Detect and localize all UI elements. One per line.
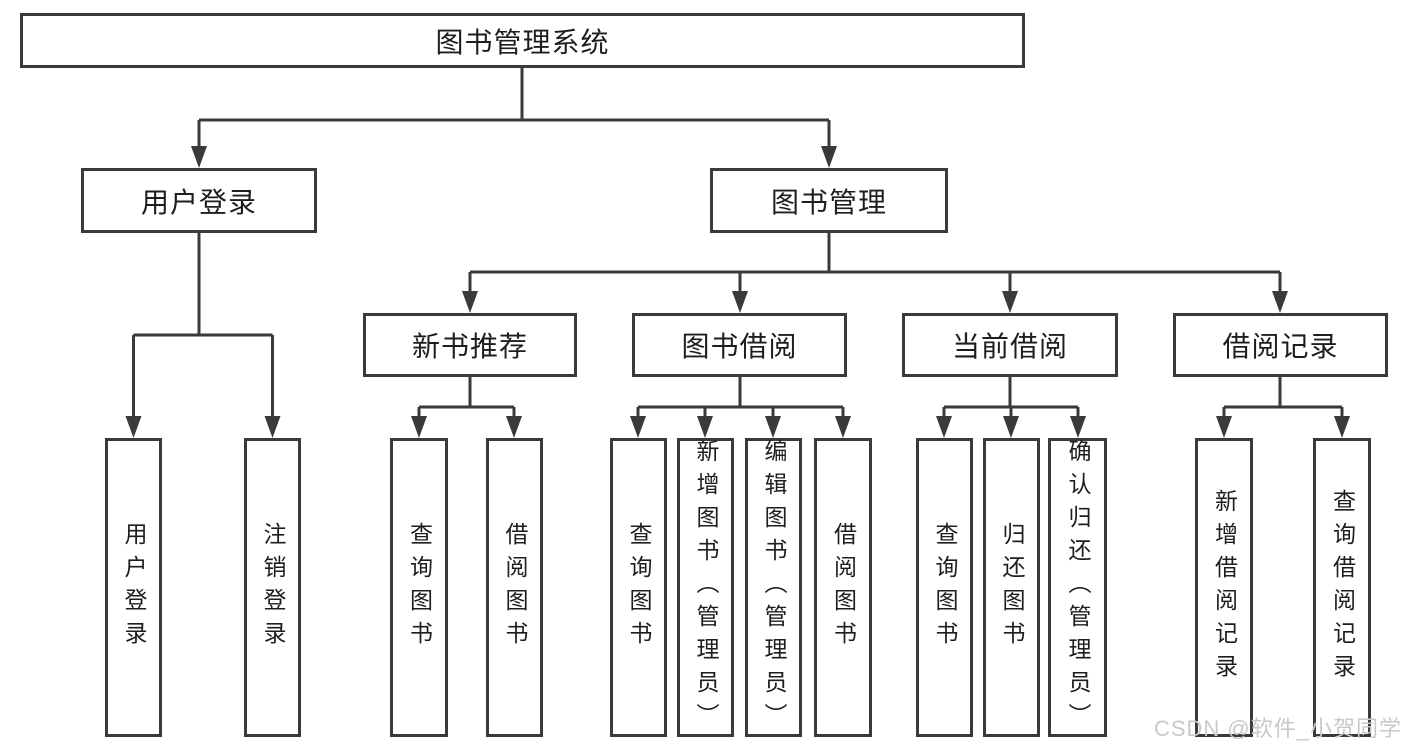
node-book-management: 图书管理 — [710, 168, 948, 233]
leaf-label: 归还图书 — [999, 521, 1025, 654]
node-current-borrowing: 当前借阅 — [902, 313, 1118, 377]
node-book-borrowing: 图书借阅 — [632, 313, 847, 377]
leaf-current-return-books: 归还图书 — [983, 438, 1040, 737]
leaf-current-confirm-return-admin: 确认归还（管理员） — [1048, 438, 1107, 737]
leaf-borrowing-edit-books-admin: 编辑图书（管理员） — [745, 438, 802, 737]
leaf-user-login: 用户登录 — [105, 438, 162, 737]
leaf-records-add-borrow-record: 新增借阅记录 — [1195, 438, 1253, 737]
leaf-borrowing-query-books: 查询图书 — [610, 438, 667, 737]
leaf-label: 查询借阅记录 — [1329, 488, 1356, 687]
leaf-label: 查询图书 — [626, 521, 652, 654]
leaf-label: 新增借阅记录 — [1211, 488, 1238, 687]
leaf-label: 新增图书（管理员） — [693, 439, 719, 736]
node-new-book-recommend: 新书推荐 — [363, 313, 577, 377]
leaf-label: 查询图书 — [406, 521, 433, 654]
leaf-records-query-borrow-record: 查询借阅记录 — [1313, 438, 1371, 737]
leaf-label: 注销登录 — [260, 521, 286, 654]
node-label: 图书管理系统 — [435, 26, 610, 58]
csdn-watermark: CSDN @软件_小贺同学 — [1153, 716, 1402, 741]
leaf-label: 查询图书 — [932, 521, 958, 654]
leaf-label: 借阅图书 — [502, 521, 528, 654]
leaf-current-query-books: 查询图书 — [916, 438, 973, 737]
leaf-borrowing-add-books-admin: 新增图书（管理员） — [677, 438, 734, 737]
node-label: 图书管理 — [770, 186, 887, 218]
leaf-label: 确认归还（管理员） — [1065, 439, 1091, 736]
node-borrow-records: 借阅记录 — [1173, 313, 1388, 377]
node-label: 借阅记录 — [1222, 331, 1339, 362]
node-label: 图书借阅 — [681, 331, 798, 362]
leaf-label: 借阅图书 — [830, 521, 857, 654]
leaf-label: 编辑图书（管理员） — [761, 439, 787, 736]
node-label: 用户登录 — [140, 186, 257, 218]
node-label: 当前借阅 — [951, 331, 1068, 362]
leaf-label: 用户登录 — [121, 521, 147, 654]
node-user-login: 用户登录 — [81, 168, 317, 233]
leaf-recommend-borrow-books: 借阅图书 — [486, 438, 543, 737]
leaf-logout: 注销登录 — [244, 438, 301, 737]
leaf-recommend-query-books: 查询图书 — [390, 438, 448, 737]
node-label: 新书推荐 — [411, 331, 528, 362]
leaf-borrowing-borrow-books: 借阅图书 — [814, 438, 872, 737]
node-library-management-system: 图书管理系统 — [20, 13, 1025, 68]
